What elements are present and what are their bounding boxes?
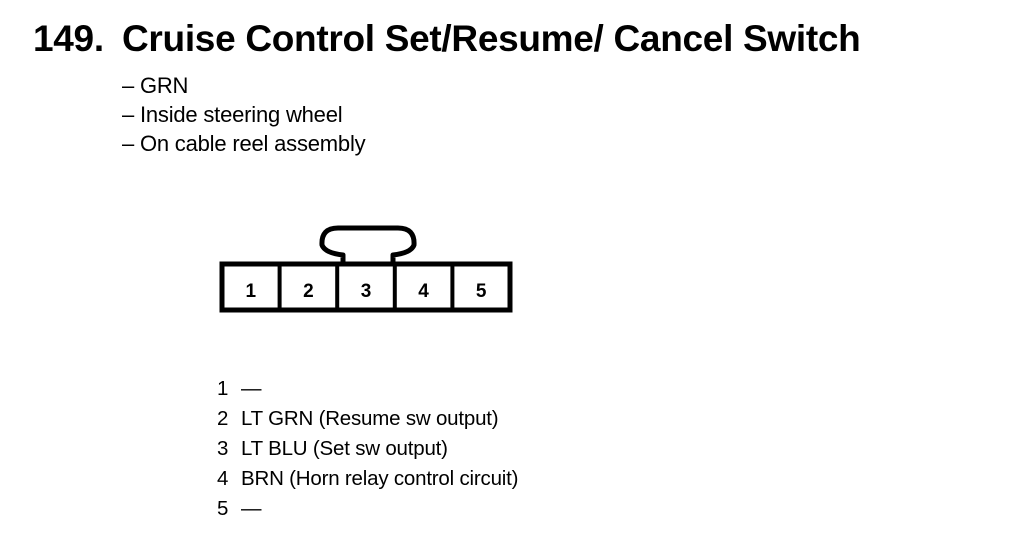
pinout-pin-number: 4: [217, 467, 229, 490]
pinout-pin-number: 2: [217, 407, 229, 430]
connector-body: [219, 261, 513, 313]
pinout-row: 2 LT GRN (Resume sw output): [217, 404, 518, 434]
pinout-pin-number: 5: [217, 497, 229, 520]
pin-1-label: 1: [246, 281, 257, 302]
pin-3-label: 3: [361, 281, 372, 302]
pinout-description: LT BLU (Set sw output): [241, 437, 448, 460]
pin-2-label: 2: [303, 281, 314, 302]
pinout-pin-number: 3: [217, 437, 229, 460]
note-location: – Inside steering wheel: [122, 102, 343, 127]
pinout-row: 5 —: [217, 494, 518, 524]
note-mounting: – On cable reel assembly: [122, 131, 366, 156]
pin-4-label: 4: [418, 281, 429, 302]
pinout-description: —: [241, 377, 262, 400]
pinout-row: 3 LT BLU (Set sw output): [217, 434, 518, 464]
pinout-list: 1 — 2 LT GRN (Resume sw output) 3 LT BLU…: [217, 374, 518, 524]
component-number: 149.: [33, 18, 104, 59]
note-color: – GRN: [122, 73, 189, 98]
pin-5-label: 5: [476, 281, 487, 302]
pinout-description: LT GRN (Resume sw output): [241, 407, 499, 430]
component-name: Cruise Control Set/Resume/ Cancel Switch: [122, 18, 861, 59]
pinout-row: 4 BRN (Horn relay control circuit): [217, 464, 518, 494]
pinout-description: BRN (Horn relay control circuit): [241, 467, 519, 490]
pinout-pin-number: 1: [217, 377, 229, 400]
pinout-row: 1 —: [217, 374, 518, 404]
pinout-description: —: [241, 497, 262, 520]
page-title: 149. Cruise Control Set/Resume/ Cancel Sw…: [33, 18, 861, 60]
connector-diagram: 1 2 3 4 5: [219, 225, 513, 313]
component-notes: – GRN – Inside steering wheel – On cable…: [122, 71, 366, 158]
connector-lock-tab: [319, 225, 417, 264]
